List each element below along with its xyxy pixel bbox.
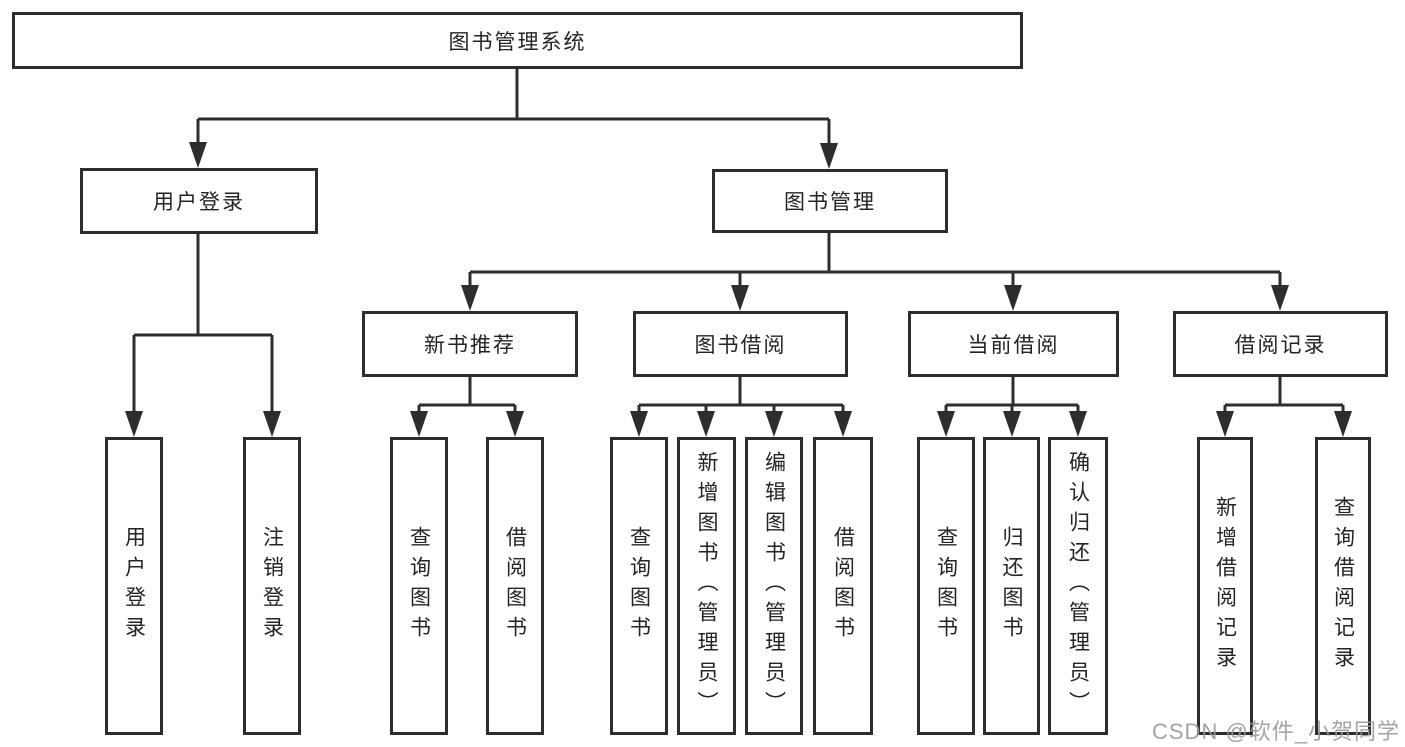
node-book-management-label: 图书管理 xyxy=(784,191,876,214)
leaf-add-book-admin: 新增图书（管理员） xyxy=(677,437,736,735)
csdn-watermark: CSDN @软件_小贺同学 xyxy=(1152,719,1401,744)
leaf-confirm-return-admin: 确认归还（管理员） xyxy=(1048,437,1108,735)
node-book-borrow-label: 图书借阅 xyxy=(694,334,787,357)
leaf-add-book-admin-label: 新增图书（管理员） xyxy=(695,451,718,721)
leaf-edit-book-admin-label: 编辑图书（管理员） xyxy=(762,451,786,721)
leaf-edit-book-admin: 编辑图书（管理员） xyxy=(745,437,803,735)
leaf-logout: 注销登录 xyxy=(243,437,301,735)
leaf-user-login-label: 用户登录 xyxy=(122,526,146,646)
leaf-logout-label: 注销登录 xyxy=(260,526,284,646)
node-borrow-record: 借阅记录 xyxy=(1173,311,1388,377)
node-book-management: 图书管理 xyxy=(712,169,948,233)
leaf-return-book-label: 归还图书 xyxy=(1000,526,1023,646)
leaf-confirm-return-admin-label: 确认归还（管理员） xyxy=(1066,451,1090,721)
leaf-query-book-borrow: 查询图书 xyxy=(610,437,668,735)
leaf-user-login: 用户登录 xyxy=(105,437,163,735)
leaf-query-book-current: 查询图书 xyxy=(917,437,975,735)
leaf-query-book-borrow-label: 查询图书 xyxy=(627,526,651,646)
leaf-query-borrow-record: 查询借阅记录 xyxy=(1315,437,1371,735)
leaf-borrow-book-recommend-label: 借阅图书 xyxy=(503,526,527,646)
node-new-book-recommend-label: 新书推荐 xyxy=(424,334,516,357)
leaf-return-book: 归还图书 xyxy=(983,437,1040,735)
node-library-system-label: 图书管理系统 xyxy=(448,30,587,54)
leaf-add-borrow-record-label: 新增借阅记录 xyxy=(1213,496,1237,676)
leaf-query-borrow-record-label: 查询借阅记录 xyxy=(1331,496,1355,676)
node-borrow-record-label: 借阅记录 xyxy=(1234,334,1327,357)
leaf-add-borrow-record: 新增借阅记录 xyxy=(1197,437,1253,735)
node-current-borrow-label: 当前借阅 xyxy=(967,334,1060,357)
leaf-query-book-recommend: 查询图书 xyxy=(390,437,448,735)
node-current-borrow: 当前借阅 xyxy=(908,311,1119,377)
node-user-login-label: 用户登录 xyxy=(153,191,245,214)
leaf-borrow-book: 借阅图书 xyxy=(813,437,873,735)
node-book-borrow: 图书借阅 xyxy=(633,311,848,377)
node-new-book-recommend: 新书推荐 xyxy=(362,311,578,377)
node-library-system: 图书管理系统 xyxy=(12,12,1023,69)
leaf-query-book-recommend-label: 查询图书 xyxy=(407,526,431,646)
node-user-login: 用户登录 xyxy=(80,168,318,234)
leaf-query-book-current-label: 查询图书 xyxy=(934,526,958,646)
leaf-borrow-book-recommend: 借阅图书 xyxy=(486,437,544,735)
leaf-borrow-book-label: 借阅图书 xyxy=(831,526,855,646)
